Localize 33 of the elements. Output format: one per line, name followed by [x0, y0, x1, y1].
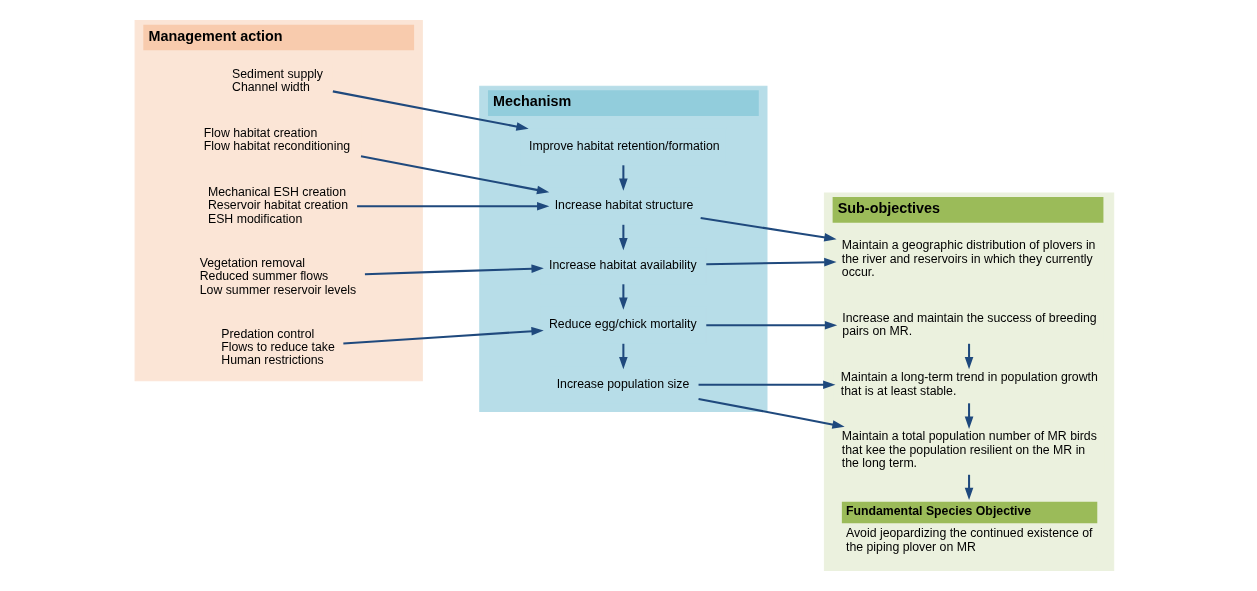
arrow: [619, 165, 628, 191]
arrow: [698, 397, 845, 429]
node-label: Avoid jeopardizing the continued existence of the piping plover on MR: [845, 526, 1093, 554]
node-text: Increase population size: [556, 376, 690, 391]
node-text: Flow habitat creation Flow habitat reconditioning: [203, 126, 351, 154]
node-text: Increase and maintain the success of breeding pairs on MR.: [842, 310, 1097, 339]
arrow: [619, 224, 628, 251]
node-text: Maintain a long-term trend in population growth that is at least stable.: [840, 370, 1098, 398]
node-text: Maintain a total population number of MR birds that kee the population resilient on the MR in the long term.: [841, 429, 1097, 470]
node-text: Maintain a geographic distribution of plovers in the river and reservoirs in which they currently occur.: [841, 238, 1096, 280]
arrow: [700, 217, 837, 242]
node-text: Increase habitat availability: [549, 257, 697, 272]
arrow: [619, 343, 628, 370]
node-text: Improve habitat retention/formation: [529, 138, 720, 153]
node-text: Vegetation removal Reduced summer flows Low summer reservoir levels: [199, 255, 357, 297]
node-text: Predation control Flows to reduce take Human restrictions: [221, 326, 335, 368]
arrow: [357, 201, 550, 211]
node-text: Reduce egg/chick mortality: [549, 317, 697, 332]
arrow: [698, 380, 836, 390]
arrow: [706, 257, 837, 267]
arrow: [619, 284, 628, 310]
arrow: [332, 90, 529, 131]
arrow: [964, 343, 974, 370]
node-box: Fundamental Species Objective: [841, 501, 1098, 524]
arrow: [364, 264, 544, 276]
node-text: Increase habitat structure: [554, 198, 694, 213]
arrow: [964, 474, 974, 501]
arrow: [343, 326, 544, 345]
node-text: Sediment supply Channel width: [232, 66, 323, 94]
arrow: [964, 403, 974, 429]
arrow: [360, 155, 550, 195]
arrow: [706, 320, 838, 330]
node-text: Mechanical ESH creation Reservoir habitat creation ESH modification: [207, 185, 349, 226]
